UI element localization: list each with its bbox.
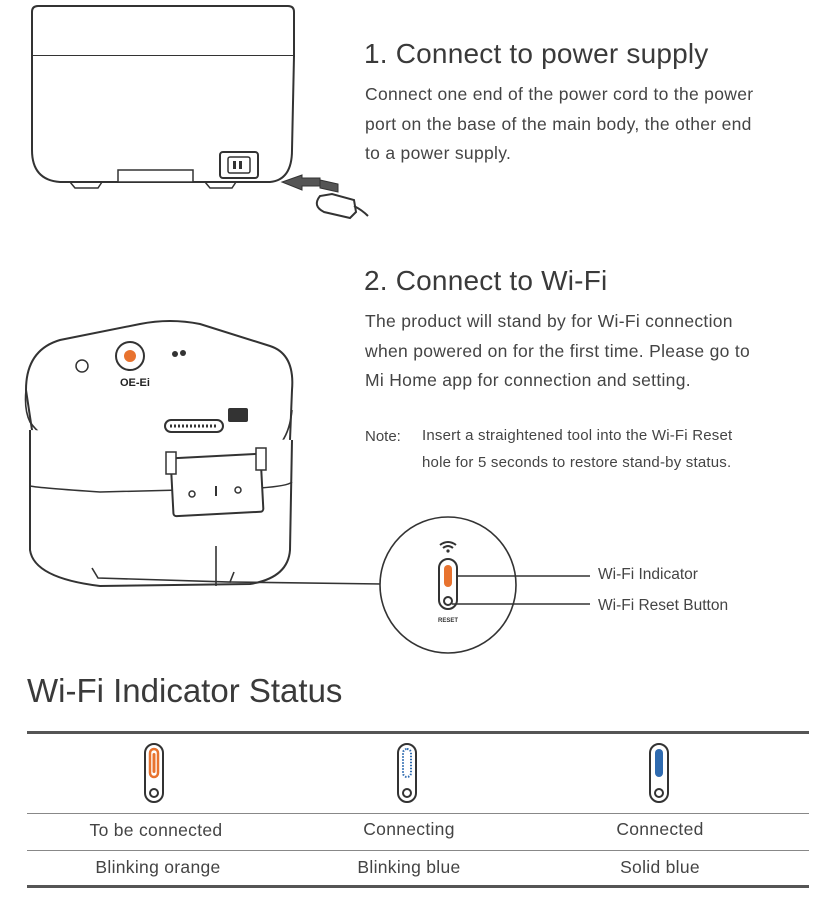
step2-line: Mi Home app for connection and setting. [365, 370, 691, 390]
status-light-cell: Solid blue [620, 857, 700, 877]
cooker-front-illustration: OE-Ei [24, 320, 383, 588]
note-line: Insert a straightened tool into the Wi-F… [422, 427, 733, 444]
table-top-rule [27, 731, 809, 734]
cooker-back-illustration [31, 5, 369, 220]
note-line: hole for 5 seconds to restore stand-by s… [422, 454, 732, 471]
indicator-solid-blue-icon [649, 743, 669, 803]
table-divider [27, 850, 809, 851]
step1-line: Connect one end of the power cord to the… [365, 84, 754, 104]
step1-line: to a power supply. [365, 143, 512, 163]
indicator-blinking-orange-icon [144, 743, 164, 803]
status-state-cell: Connected [616, 819, 704, 839]
note-label: Note: [365, 428, 401, 445]
status-state-cell: To be connected [89, 820, 223, 840]
status-light-cell: Blinking blue [357, 857, 461, 877]
panel-logo-text: OE-Ei [120, 377, 150, 389]
status-light-cell: Blinking orange [95, 857, 221, 877]
step2-line: when powered on for the first time. Plea… [365, 340, 751, 361]
step2-line: The product will stand by for Wi-Fi conn… [365, 311, 733, 331]
table-bottom-rule [27, 885, 809, 888]
step1-title: 1. Connect to power supply [364, 38, 709, 69]
wifi-icon [439, 541, 457, 553]
table-divider [27, 813, 809, 814]
wifi-zoom-detail: RESET [379, 516, 590, 654]
indicator-blinking-blue-icon [397, 743, 417, 803]
step2-title: 2. Connect to Wi-Fi [364, 265, 608, 296]
reset-label-small: RESET [438, 618, 458, 624]
step1-line: port on the base of the main body, the o… [365, 113, 752, 134]
step1-body: Connect one end of the power cord to the… [365, 80, 753, 169]
note-text: Insert a straightened tool into the Wi-F… [422, 422, 732, 476]
wifi-indicator-callout: Wi-Fi Indicator [598, 566, 698, 583]
step2-body: The product will stand by for Wi-Fi conn… [365, 307, 750, 396]
status-title: Wi-Fi Indicator Status [27, 672, 343, 709]
wifi-reset-callout: Wi-Fi Reset Button [598, 597, 729, 614]
status-state-cell: Connecting [363, 819, 455, 839]
